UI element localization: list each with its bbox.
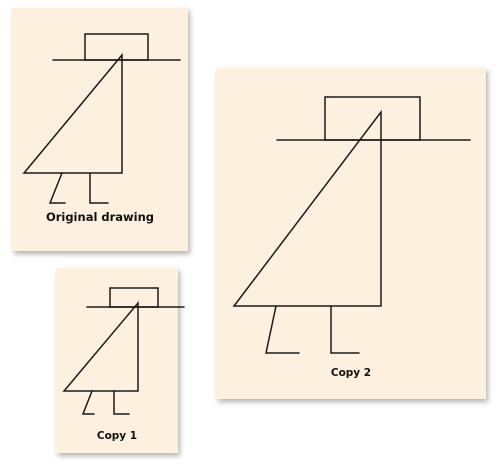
original-figure-drawing (22, 33, 181, 204)
right-leg (330, 305, 360, 354)
copy-2-card: Copy 2 (216, 68, 486, 399)
body-triangle (62, 300, 139, 392)
caption-original: Original drawing (45, 210, 155, 224)
hat-crown (84, 33, 149, 61)
hat-crown (109, 287, 159, 308)
caption-copy-1: Copy 1 (96, 430, 138, 442)
hat-crown (324, 96, 421, 141)
body-triangle (22, 52, 123, 174)
original-drawing-card: Original drawing (12, 8, 188, 251)
right-leg (89, 172, 109, 204)
copy-2-figure-drawing (232, 96, 471, 354)
caption-copy-2: Copy 2 (330, 367, 372, 379)
body-triangle (232, 109, 382, 307)
right-leg (113, 390, 130, 415)
copy-1-card: Copy 1 (56, 268, 185, 453)
copy-1-figure-drawing (62, 287, 185, 415)
left-leg (48, 172, 66, 204)
left-leg (81, 390, 95, 415)
left-leg (265, 305, 300, 354)
